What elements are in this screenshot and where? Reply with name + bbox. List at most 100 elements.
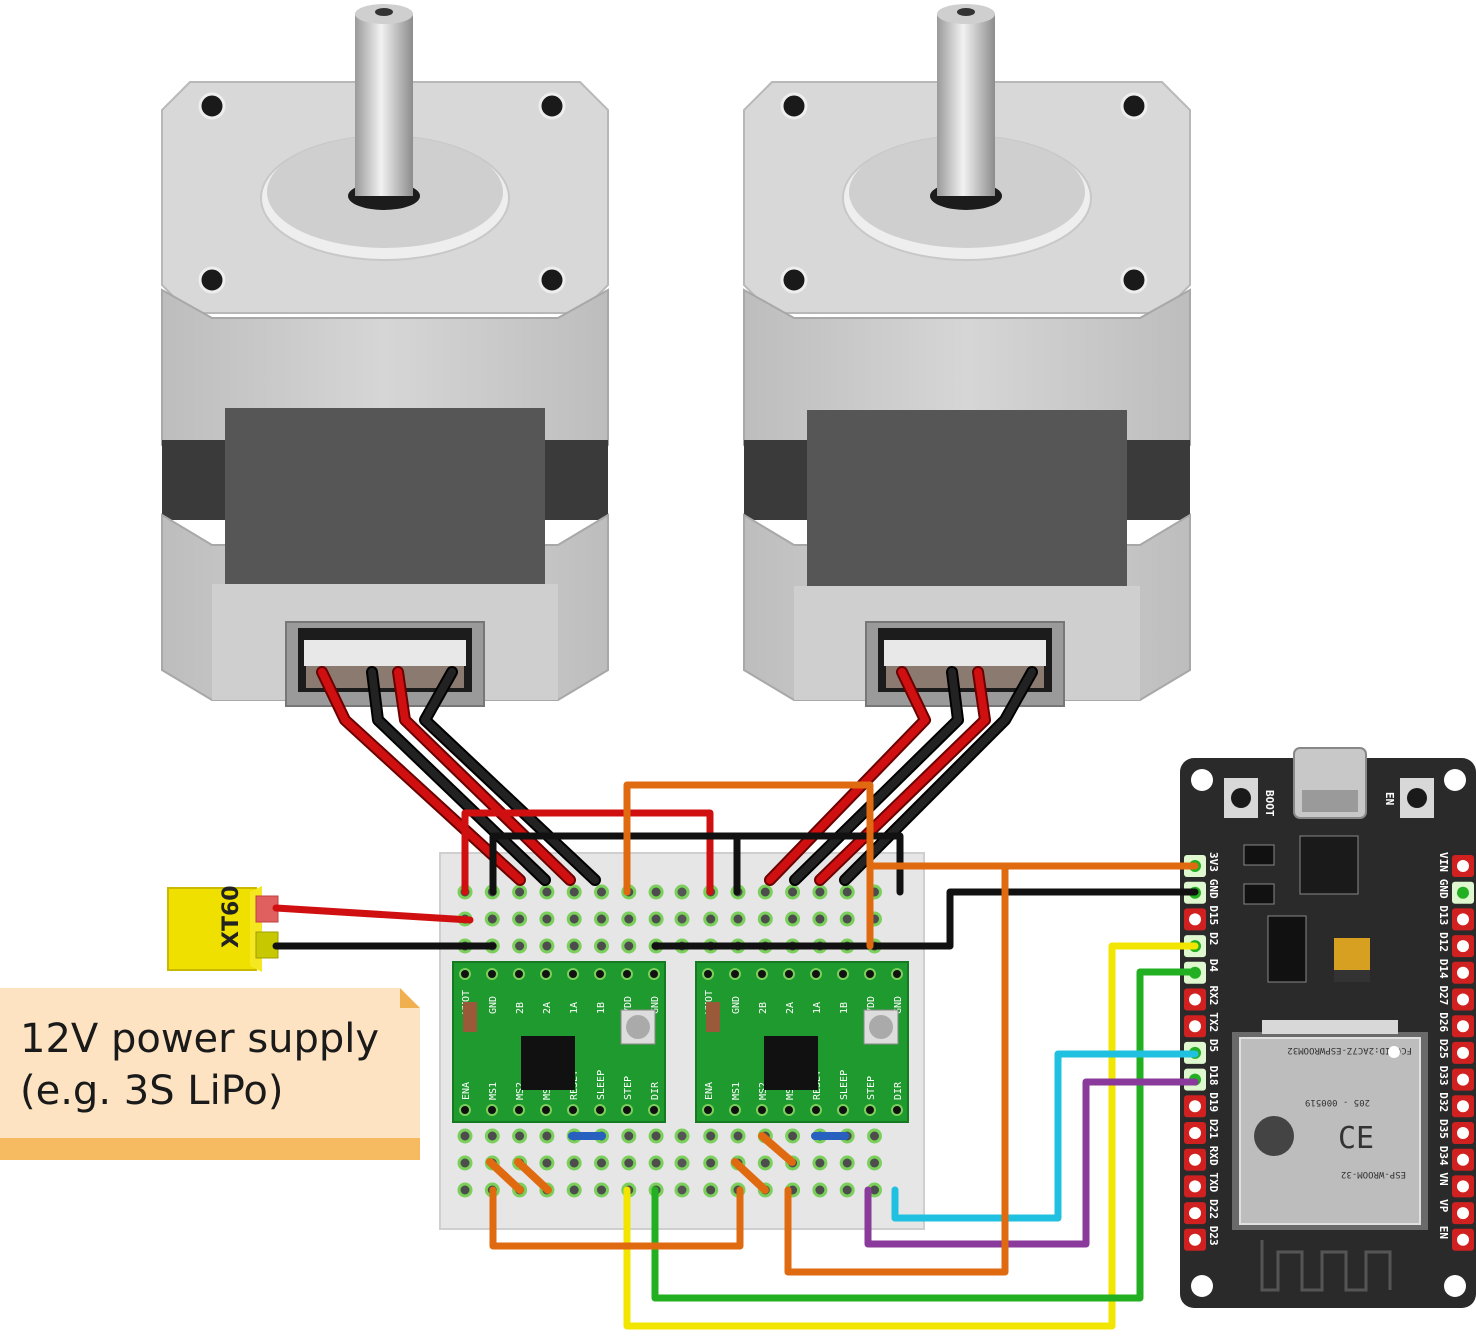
esp-right-pin-label: D27 xyxy=(1437,986,1450,1006)
esp-left-pin-label: D5 xyxy=(1207,1039,1220,1052)
breadboard-hole xyxy=(648,911,664,927)
stepper-motor-right xyxy=(743,4,1191,707)
esp-left-pin-label: D4 xyxy=(1207,959,1220,973)
gnd-bridge-black xyxy=(489,832,741,896)
driver-bottom-pin xyxy=(891,1104,903,1116)
motor2-wire-black-b xyxy=(841,668,1036,884)
breadboard-hole xyxy=(539,884,555,900)
breadboard-hole xyxy=(512,911,528,927)
driver-top-pin xyxy=(783,968,795,980)
note-line-2: (e.g. 3S LiPo) xyxy=(20,1068,283,1114)
breadboard-hole xyxy=(730,1128,746,1144)
driver-bottom-pin xyxy=(729,1104,741,1116)
driver-chip-icon xyxy=(521,1036,575,1090)
esp-right-pin-label: VIN xyxy=(1437,852,1450,872)
module-serial: 205 - 000519 xyxy=(1305,1097,1370,1107)
breadboard-hole xyxy=(674,1155,690,1171)
driver-bottom-pin-label: ENA xyxy=(461,1082,472,1100)
breadboard-hole xyxy=(539,938,555,954)
driver-top-pin xyxy=(810,968,822,980)
driver-top-pin-label: VMOT xyxy=(704,990,715,1014)
breadboard-hole xyxy=(785,911,801,927)
en-button[interactable] xyxy=(1400,778,1434,818)
breadboard-hole xyxy=(757,911,773,927)
driver-bottom-pin xyxy=(837,1104,849,1116)
breadboard-hole xyxy=(566,1182,582,1198)
driver-bottom-pin-label: MS3 xyxy=(542,1082,553,1100)
driver-bottom-pin-label: MS3 xyxy=(785,1082,796,1100)
esp-wroom-32-module: FCC ID:2AC7Z-ESPWROOM32 205 - 000519 ESP… xyxy=(1232,1020,1428,1292)
driver-top-pin xyxy=(567,968,579,980)
motor2-wire-black-a xyxy=(791,668,962,884)
driver-bottom-pin xyxy=(810,1104,822,1116)
driver-bottom-pin xyxy=(702,1104,714,1116)
esp32-devkit: BOOT EN FCC ID:2AC7Z-ESPWROOM32 205 - 00… xyxy=(1180,747,1476,1308)
driver-top-pin-label: 2A xyxy=(542,1002,553,1014)
d5-wire-cyan xyxy=(891,1050,1199,1222)
note-line-1: 12V power supply xyxy=(20,1016,379,1062)
esp-right-pin-label: D33 xyxy=(1437,1066,1450,1086)
stepper-driver-right: VMOTGND2B2A1A1BVDDGNDENAMS1MS2MS3RESETSL… xyxy=(695,961,909,1123)
driver-bottom-pin xyxy=(783,1104,795,1116)
esp-left-pin-label: TXD xyxy=(1207,1172,1220,1192)
esp-left-pin-label: RX2 xyxy=(1207,986,1220,1006)
breadboard-hole xyxy=(594,938,609,954)
breadboard-hole xyxy=(839,1155,855,1171)
en-label: EN xyxy=(1383,792,1396,805)
breadboard-hole xyxy=(812,1155,828,1171)
driver-top-pin xyxy=(729,968,741,980)
power-supply-note: 12V power supply (e.g. 3S LiPo) xyxy=(0,988,420,1160)
breadboard-hole xyxy=(703,911,719,927)
driver-top-pin-label: VDD xyxy=(623,996,634,1014)
driver-top-pin-label: 2B xyxy=(515,1002,526,1014)
breadboard-hole xyxy=(648,884,664,900)
d4-wire-green xyxy=(651,968,1199,1302)
esp-right-pin-label: D12 xyxy=(1437,932,1450,952)
driver-bottom-pin-label: DIR xyxy=(893,1081,904,1100)
breadboard-hole xyxy=(621,1128,637,1144)
driver-bottom-pin xyxy=(567,1104,579,1116)
breadboard-hole xyxy=(457,1182,473,1198)
driver-bottom-pin-label: SLEEP xyxy=(596,1070,607,1100)
breadboard-hole xyxy=(674,1182,690,1198)
esp-right-pin-label: D32 xyxy=(1437,1092,1450,1112)
breadboard-hole xyxy=(839,884,855,900)
module-name: ESP-WROOM-32 xyxy=(1341,1169,1406,1179)
esp-left-pin-label: RXD xyxy=(1207,1146,1220,1166)
boot-button[interactable] xyxy=(1224,778,1258,818)
driver-top-pin xyxy=(864,968,876,980)
driver-top-pin-label: GND xyxy=(731,996,742,1014)
driver-bottom-pin xyxy=(756,1104,768,1116)
gnd-wire-black xyxy=(896,888,1199,950)
vdd-bridge-orange xyxy=(623,781,874,896)
driver-top-pin xyxy=(756,968,768,980)
esp-left-pin-label: GND xyxy=(1207,879,1220,899)
breadboard-hole xyxy=(867,1128,882,1144)
xt60-label: XT60 xyxy=(219,885,244,948)
driver-bottom-pin-label: STEP xyxy=(623,1076,634,1100)
breadboard-hole xyxy=(484,1128,500,1144)
driver-top-pin-label: GND xyxy=(893,996,904,1014)
capacitor-icon xyxy=(706,1002,720,1032)
breadboard-hole xyxy=(785,884,801,900)
breadboard-hole xyxy=(674,911,690,927)
xt60-connector: XT60 xyxy=(167,885,279,972)
driver-top-pin xyxy=(648,968,660,980)
driver-top-pin xyxy=(594,968,606,980)
breadboard-hole xyxy=(839,911,855,927)
breadboard-hole xyxy=(703,1182,719,1198)
driver-top-pin xyxy=(702,968,714,980)
breadboard-hole xyxy=(839,1182,855,1198)
stepper-motor-left xyxy=(161,4,609,707)
driver-bottom-pin xyxy=(621,1104,633,1116)
driver-top-pin-label: 1A xyxy=(569,1002,580,1014)
breadboard-hole xyxy=(757,1155,773,1171)
breadboard-hole xyxy=(457,1155,473,1171)
breadboard-hole xyxy=(539,911,555,927)
driver-bottom-pin-label: MS1 xyxy=(731,1082,742,1100)
driver-bottom-pin-label: STEP xyxy=(866,1076,877,1100)
esp-right-pin-label: VP xyxy=(1437,1199,1450,1213)
breadboard-hole xyxy=(566,938,582,954)
driver-top-pin-label: GND xyxy=(488,996,499,1014)
